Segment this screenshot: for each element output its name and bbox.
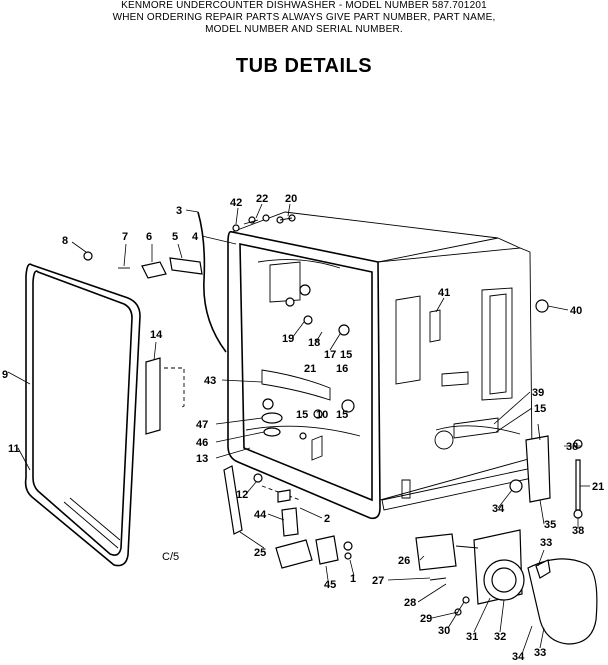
tub-interior	[245, 259, 521, 461]
callout-16: 15	[336, 409, 348, 421]
callout-35: 33	[540, 537, 552, 549]
callout-31: 31	[466, 631, 478, 643]
callout-8: 8	[62, 235, 68, 247]
callout-3: 3	[176, 205, 182, 217]
callout-34: 34	[512, 651, 525, 663]
page-code: C/5	[162, 551, 179, 563]
callout-15-lower: 15	[296, 409, 308, 421]
callout-32: 32	[494, 631, 506, 643]
callout-13: 13	[196, 453, 208, 465]
door-strike	[145, 357, 185, 435]
callout-45: 45	[324, 579, 336, 591]
door-gasket	[24, 263, 141, 567]
callout-33: 33	[534, 647, 546, 659]
callout-43: 43	[204, 375, 216, 387]
header-line-3: MODEL NUMBER AND SERIAL NUMBER.	[205, 24, 403, 35]
callout-5: 5	[172, 231, 178, 243]
callout-39: 39	[532, 387, 544, 399]
header-line-2: WHEN ORDERING REPAIR PARTS ALWAYS GIVE P…	[112, 12, 496, 23]
callout-labels: 3 42 22 20 8 7 6 5 4 41 40 14 19 18 17 1…	[2, 193, 604, 663]
right-side-parts	[509, 423, 583, 519]
callout-2: 2	[324, 513, 330, 525]
callout-15-upper: 15	[340, 349, 352, 361]
callout-25: 25	[254, 547, 266, 559]
leader-lines	[7, 203, 590, 655]
callout-20: 18	[308, 337, 320, 349]
header-line-1: KENMORE UNDERCOUNTER DISHWASHER - MODEL …	[121, 0, 487, 11]
tub-front-frame	[227, 211, 533, 520]
callout-30: 30	[438, 625, 450, 637]
callout-11: 11	[8, 443, 20, 455]
callout-47: 47	[196, 419, 208, 431]
callout-10: 10	[316, 409, 328, 421]
callout-28: 28	[404, 597, 416, 609]
callout-23: 21	[592, 481, 604, 493]
callout-24: 22	[256, 193, 268, 205]
callout-44: 44	[254, 509, 267, 521]
callout-7: 7	[122, 231, 128, 243]
callout-38-upper: 38	[566, 441, 578, 453]
callout-18: 16	[336, 363, 348, 375]
callout-41: 41	[438, 287, 450, 299]
callout-21: 19	[282, 333, 294, 345]
callout-14: 14	[150, 329, 163, 341]
page-title: TUB DETAILS	[235, 55, 373, 77]
callout-46: 46	[196, 437, 208, 449]
callout-42: 42	[230, 197, 242, 209]
lower-left-parts	[223, 465, 353, 569]
callout-38-lower: 38	[572, 525, 584, 537]
drain-hose	[197, 211, 227, 353]
top-hardware	[83, 214, 549, 313]
callout-6: 6	[146, 231, 152, 243]
callout-1: 1	[350, 573, 356, 585]
callout-37: 35	[544, 519, 556, 531]
callout-4: 4	[192, 231, 199, 243]
callout-40: 40	[570, 305, 582, 317]
callout-36: 34	[492, 503, 505, 515]
callout-19: 17	[324, 349, 336, 361]
timer-and-knob-assembly	[415, 529, 598, 645]
callout-26: 26	[398, 555, 410, 567]
callout-15-right: 15	[534, 403, 546, 415]
callout-9: 9	[2, 369, 8, 381]
callout-29: 29	[420, 613, 432, 625]
callout-17: 21	[304, 363, 316, 375]
callout-12: 12	[236, 489, 248, 501]
callout-27: 27	[372, 575, 384, 587]
callout-22: 20	[285, 193, 297, 205]
